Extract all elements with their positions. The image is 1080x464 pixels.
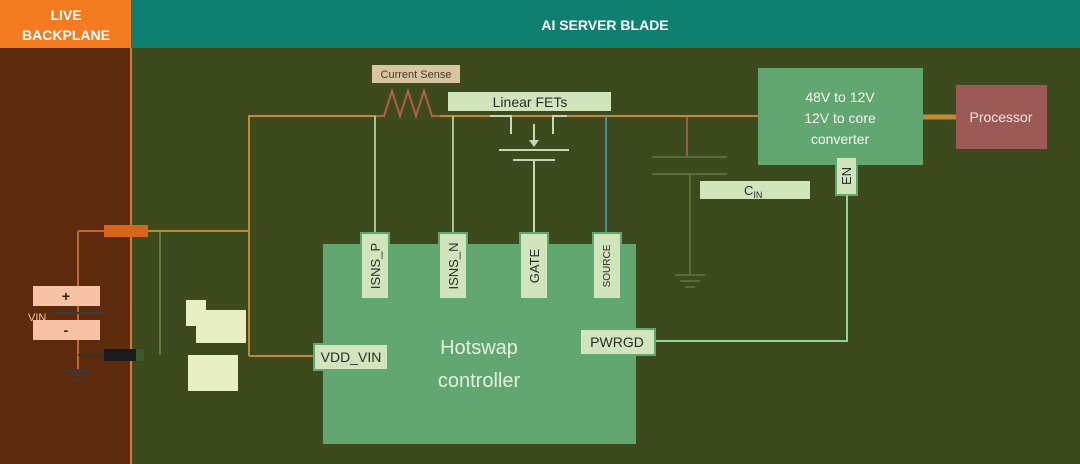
vin-minus-box — [33, 320, 100, 340]
cin-label-box — [700, 181, 810, 199]
fet-body-arrow — [529, 140, 539, 147]
processor-label: Processor — [969, 109, 1032, 125]
current-sense-label-box — [372, 65, 460, 83]
linear-fets-label: Linear FETs — [493, 94, 568, 110]
vin-minus-sign: - — [64, 322, 69, 338]
linear-fets-label-box — [448, 92, 611, 111]
backplane-header-line-1: LIVE — [50, 7, 81, 23]
vdd-vin-pin-label: VDD_VIN — [321, 349, 382, 365]
isns-n-pin — [438, 232, 468, 300]
converter-block — [758, 68, 923, 165]
return-connector-pin — [104, 349, 140, 361]
fet-source — [552, 115, 567, 134]
vin-plus-sign: + — [62, 288, 70, 304]
isns-p-pin-label: ISNS_P — [368, 243, 383, 289]
fet-drain — [490, 115, 512, 134]
converter-line-1: 48V to 12V — [805, 89, 875, 105]
return-connector-tip — [136, 349, 144, 361]
vdd-vin-pin — [313, 343, 389, 371]
cin-label-subscript: IN — [753, 190, 762, 200]
inrush-part-3 — [188, 355, 238, 391]
blade-header — [131, 0, 1080, 48]
processor-block — [956, 85, 1047, 149]
isns-p-pin — [360, 232, 390, 300]
inrush-part-2 — [196, 310, 246, 343]
converter-line-3: converter — [811, 131, 870, 147]
sense-resistor — [376, 87, 440, 120]
blade-header-title: AI SERVER BLADE — [541, 17, 668, 33]
pwrgd-enable-wire — [655, 195, 848, 342]
isns-n-pin-label: ISNS_N — [446, 243, 461, 290]
gate-pin — [519, 232, 549, 300]
backplane-area — [0, 48, 131, 464]
enable-pin-label: EN — [839, 167, 854, 185]
cin-label: CIN — [744, 183, 762, 200]
vin-plus-box — [33, 286, 100, 306]
pwrgd-pin-label: PWRGD — [590, 334, 644, 350]
source-pin-label: SOURCE — [602, 244, 613, 287]
input-power-rail — [148, 115, 376, 232]
source-pin — [592, 232, 622, 300]
backplane-header — [0, 0, 131, 48]
converter-line-2: 12V to core — [804, 110, 876, 126]
backplane-header-line-2: BACKPLANE — [22, 27, 110, 43]
current-sense-label: Current Sense — [381, 69, 452, 81]
cin-label-main: C — [744, 183, 753, 198]
controller-title-line-1: Hotswap — [440, 337, 518, 359]
controller-title-line-2: controller — [438, 370, 521, 392]
vin-label: VIN — [28, 312, 46, 324]
positive-connector-pin — [104, 225, 148, 237]
gate-pin-label: GATE — [527, 248, 542, 283]
pwrgd-pin — [579, 328, 656, 356]
